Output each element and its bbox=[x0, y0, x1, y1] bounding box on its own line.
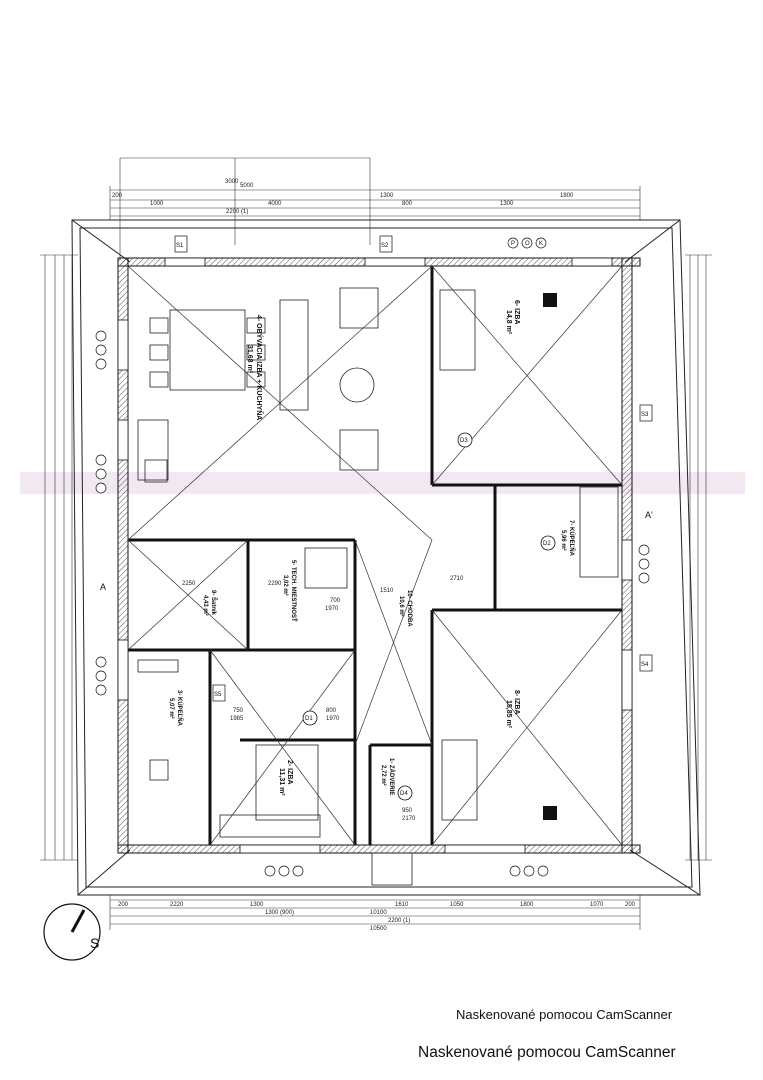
fixtures bbox=[543, 293, 557, 820]
marker-k: K bbox=[539, 241, 543, 247]
scanner-watermark-1: Naskenované pomocou CamScanner bbox=[456, 1007, 673, 1022]
dim-bottom-5: 1610 bbox=[395, 902, 409, 908]
room-labels: 4- OBÝVACIA IZBA + KUCHYŇA 31,68 m² 6- I… bbox=[168, 300, 576, 796]
door-markers bbox=[302, 432, 556, 801]
door-d2: D2 bbox=[543, 541, 551, 547]
dim-top-4: 1000 bbox=[150, 201, 164, 207]
door-marker-d1 bbox=[302, 710, 318, 726]
window-tags bbox=[174, 235, 653, 702]
svg-text:S: S bbox=[90, 935, 99, 951]
dim-int-5: 1510 bbox=[380, 588, 394, 594]
roof-outline bbox=[71, 219, 701, 896]
marker-p: P bbox=[511, 241, 515, 247]
window-s5: S5 bbox=[214, 692, 222, 698]
interior-walls bbox=[128, 266, 622, 845]
room-area-room6: 14,8 m² bbox=[505, 310, 512, 335]
room-area-bath3: 5,07 m² bbox=[168, 698, 175, 719]
door-marker-d4 bbox=[397, 785, 413, 801]
dim-int-12: 2170 bbox=[402, 816, 416, 822]
window-s4: S4 bbox=[641, 662, 649, 668]
side-dimension-lines bbox=[40, 254, 712, 861]
dim-int-8: 1985 bbox=[230, 716, 244, 722]
door-d3: D3 bbox=[460, 438, 468, 444]
room-label-entry: 1- ZÁDVERIE bbox=[388, 758, 395, 795]
room-label-living: 4- OBÝVACIA IZBA + KUCHYŇA bbox=[255, 315, 264, 420]
interior-dimensions: 2250 2290 700 1970 1510 2710 750 1985 80… bbox=[182, 576, 464, 822]
dim-int-4: 1970 bbox=[325, 606, 339, 612]
scan-band bbox=[20, 472, 745, 494]
bottom-dimension-lines bbox=[109, 895, 641, 930]
dim-top-6: 1800 bbox=[560, 193, 574, 199]
door-d1: D1 bbox=[305, 716, 313, 722]
dim-int-3: 700 bbox=[330, 598, 341, 604]
room-area-entry: 2,72 m² bbox=[380, 765, 387, 786]
dim-bottom-7: 1800 bbox=[520, 902, 534, 908]
room-area-living: 31,68 m² bbox=[246, 345, 253, 374]
room-label-room6: 6- IZBA bbox=[513, 300, 520, 325]
room-area-closet: 4,43 m² bbox=[202, 595, 209, 616]
section-mark-a-prime: A' bbox=[645, 510, 653, 520]
section-mark-a: A bbox=[100, 582, 106, 592]
room-label-bath3: 3- KÚPEĽŇA bbox=[176, 690, 184, 727]
pok-markers bbox=[95, 237, 650, 877]
room-label-hall: 10- CHODBA bbox=[406, 590, 412, 627]
dim-int-7: 750 bbox=[233, 708, 244, 714]
room-label-bath7: 7- KÚPEĽŇA bbox=[568, 520, 576, 557]
dim-top-10: 1300 bbox=[380, 193, 394, 199]
north-arrow-icon: S bbox=[43, 903, 101, 961]
dim-bottom-4: 1300 (900) bbox=[265, 910, 294, 916]
dim-int-11: 950 bbox=[402, 808, 413, 814]
dim-bottom-9: 200 bbox=[625, 902, 636, 908]
dim-int-6: 2710 bbox=[450, 576, 464, 582]
door-marker-d3 bbox=[457, 432, 473, 448]
dim-int-9: 800 bbox=[326, 708, 337, 714]
dim-bottom-total: 10500 bbox=[370, 926, 387, 932]
entrance-step bbox=[371, 852, 413, 886]
dim-int-10: 1970 bbox=[326, 716, 340, 722]
room-area-bath7: 5,96 m² bbox=[560, 530, 567, 551]
dim-int-1: 2250 bbox=[182, 581, 196, 587]
room-diagonals bbox=[127, 265, 623, 846]
dim-top-9: 4000 bbox=[268, 201, 282, 207]
dim-bottom-8: 1070 bbox=[590, 902, 604, 908]
furniture bbox=[137, 287, 619, 838]
dim-top-1: 5000 bbox=[240, 183, 254, 189]
dim-top-7: 2200 (1) bbox=[226, 209, 248, 215]
dim-bottom-3: 1300 bbox=[250, 902, 264, 908]
room-area-room2: 11,31 m² bbox=[278, 768, 285, 796]
room-label-tech: 5- TECH. MIESTNOSŤ bbox=[290, 560, 298, 622]
room-area-tech: 3,02 m² bbox=[282, 575, 289, 596]
room-label-room2: 2- IZBA bbox=[286, 760, 293, 785]
marker-o: O bbox=[525, 241, 530, 247]
door-d4: D4 bbox=[400, 791, 408, 797]
dim-bottom-11: 2200 (1) bbox=[388, 918, 410, 924]
dim-bottom-1: 200 bbox=[118, 902, 129, 908]
top-dimension-lines bbox=[109, 157, 641, 260]
room-area-hall: 10,6 m² bbox=[398, 596, 405, 617]
window-s1: S1 bbox=[176, 243, 184, 249]
window-s3: S3 bbox=[641, 412, 649, 418]
dim-bottom-2: 2220 bbox=[170, 902, 184, 908]
dim-int-2: 2290 bbox=[268, 581, 282, 587]
dim-bottom-10: 10100 bbox=[370, 910, 387, 916]
dim-top-2: 3000 bbox=[225, 179, 239, 185]
scanner-watermark-2: Naskenované pomocou CamScanner bbox=[418, 1044, 676, 1061]
room-area-room8: 15,85 m² bbox=[505, 700, 512, 729]
room-label-room8: 8- IZBA bbox=[513, 690, 520, 715]
window-openings bbox=[117, 257, 633, 854]
dim-top-3: 200 bbox=[112, 193, 123, 199]
dim-top-8: 800 bbox=[402, 201, 413, 207]
window-s2: S2 bbox=[381, 243, 389, 249]
dim-bottom-6: 1050 bbox=[450, 902, 464, 908]
door-marker-d2 bbox=[540, 535, 556, 551]
room-label-closet: 9- Šatník bbox=[210, 590, 218, 616]
dim-top-5: 1300 bbox=[500, 201, 514, 207]
outer-walls bbox=[117, 257, 641, 854]
